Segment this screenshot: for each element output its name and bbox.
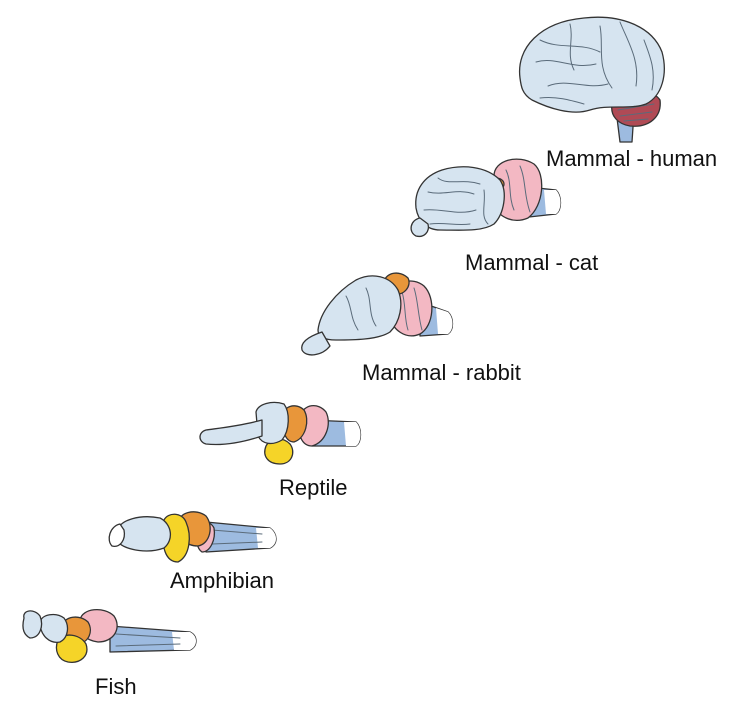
amphibian-cerebrum (117, 516, 171, 552)
cat-cerebellum (493, 158, 543, 221)
label-fish: Fish (95, 674, 137, 699)
fish-brain (22, 609, 197, 663)
label-mammal-rabbit: Mammal - rabbit (362, 360, 521, 385)
amphibian-diencephalon (162, 513, 190, 563)
fish-olfactory-bulb (22, 610, 43, 639)
rabbit-cerebrum (317, 275, 402, 341)
cat-olfactory-bulb (410, 217, 430, 238)
human-brain (518, 16, 665, 143)
rabbit-brain (301, 272, 454, 356)
cat-cerebrum (415, 166, 505, 231)
label-mammal-human: Mammal - human (546, 146, 718, 171)
amphibian-brain (108, 511, 277, 563)
fish-diencephalon (55, 634, 88, 663)
label-amphibian: Amphibian (170, 568, 274, 593)
fish-cerebrum (39, 613, 69, 643)
rabbit-olfactory-bulb (301, 331, 331, 356)
reptile-brain (199, 401, 362, 465)
cat-brain (410, 158, 562, 238)
label-reptile: Reptile (279, 475, 348, 500)
amphibian-olfactory-bulb (108, 523, 126, 547)
label-mammal-cat: Mammal - cat (465, 250, 599, 275)
reptile-olfactory-tract (199, 419, 263, 446)
reptile-cerebrum (255, 401, 289, 445)
